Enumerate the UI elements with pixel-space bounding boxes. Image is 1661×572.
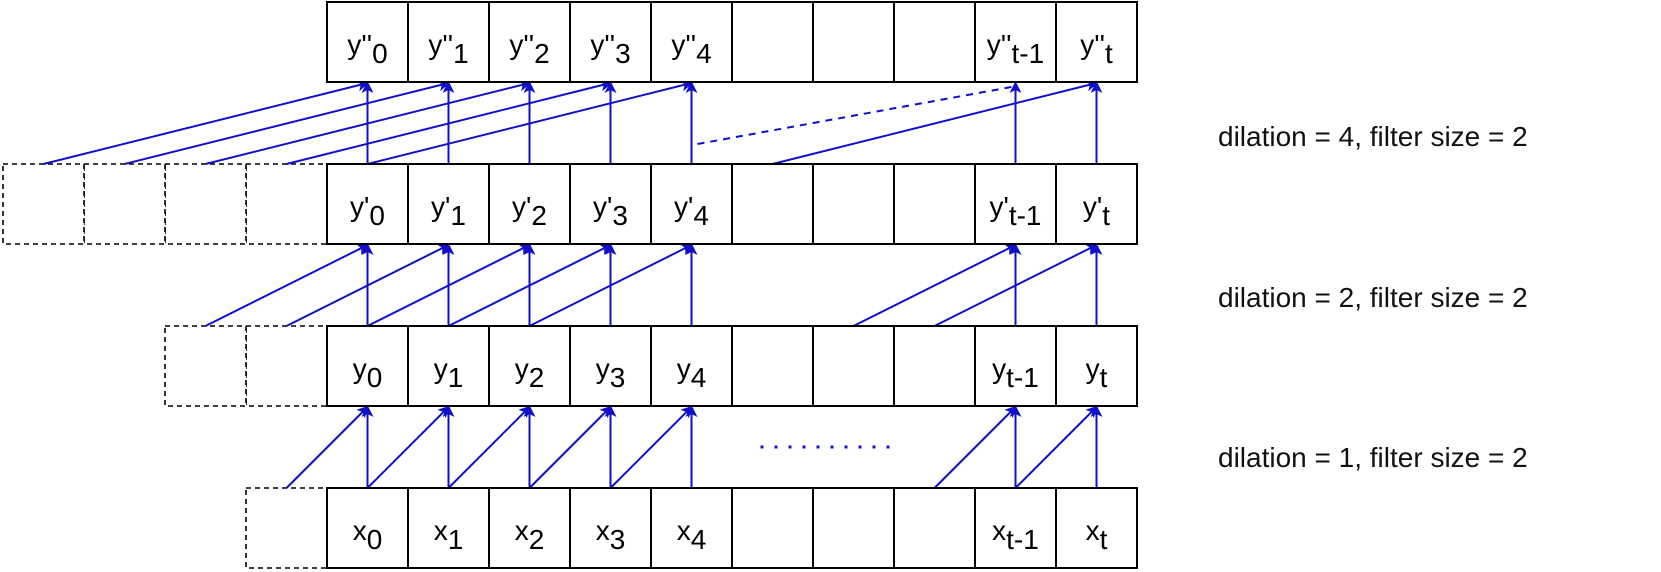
x-cell-label-2: x2 (515, 515, 545, 555)
y1-cell-label-1: y'1 (431, 191, 466, 231)
d4-diagonal-arrow-2 (205, 79, 532, 165)
d4-diagonal-arrow-8 (697, 86, 1012, 145)
y1-cell-label-9: y't (1083, 191, 1110, 231)
y2-cell-9 (1055, 1, 1138, 83)
x-cell-9 (1055, 487, 1138, 569)
y-cell-label-9: yt (1086, 353, 1108, 393)
y2-cell-6 (812, 1, 895, 83)
d2-diagonal-arrow-8 (853, 244, 1018, 327)
x-cell-label-3: x3 (596, 515, 626, 555)
y-padding-cell-2 (164, 325, 247, 407)
x-cell-label-9: xt (1086, 515, 1108, 555)
d4-diagonal-arrow-4 (367, 79, 694, 165)
y-cell-5 (731, 325, 814, 407)
d2-diagonal-arrow-1 (286, 244, 451, 327)
d2-diagonal-arrow-0 (205, 244, 370, 327)
y1-cell-3 (569, 163, 652, 245)
y1-cell-label-4: y'4 (674, 191, 709, 231)
x-cell-3 (569, 487, 652, 569)
y2-cell-label-2: y''2 (509, 29, 549, 69)
y2-cell-7 (893, 1, 976, 83)
y1-cell-5 (731, 163, 814, 245)
x-padding-cell-1 (245, 487, 328, 569)
d1-diagonal-arrow-2 (447, 405, 531, 489)
d4-diagonal-arrow-9 (772, 79, 1099, 165)
annotation-dilation-1: dilation = 1, filter size = 2 (1218, 442, 1528, 473)
y1-padding-cell-3 (83, 163, 166, 245)
d1-diagonal-arrow-1 (366, 405, 450, 489)
y-cell-4 (650, 325, 733, 407)
d2-diagonal-arrow-2 (367, 244, 532, 327)
y-cell-label-3: y3 (596, 353, 626, 393)
y-cell-9 (1055, 325, 1138, 407)
y2-cell-5 (731, 1, 814, 83)
x-cell-7 (893, 487, 976, 569)
y1-cell-0 (326, 163, 409, 245)
d4-diagonal-arrow-1 (124, 79, 451, 165)
y1-cell-6 (812, 163, 895, 245)
d4-diagonal-arrow-3 (286, 79, 613, 165)
y1-cell-label-2: y'2 (512, 191, 547, 231)
y1-cell-9 (1055, 163, 1138, 245)
annotation-dilation-4: dilation = 4, filter size = 2 (1218, 121, 1528, 152)
d2-diagonal-arrow-3 (448, 244, 613, 327)
annotation-dilation-2: dilation = 2, filter size = 2 (1218, 282, 1528, 313)
x-cell-label-8: xt-1 (992, 515, 1039, 555)
y-cell-label-2: y2 (515, 353, 545, 393)
x-cell-label-0: x0 (353, 515, 383, 555)
y-cell-label-8: yt-1 (992, 353, 1039, 393)
y-padding-cell-1 (245, 325, 328, 407)
y2-cell-label-3: y''3 (590, 29, 630, 69)
d1-diagonal-arrow-9 (1014, 405, 1098, 489)
y2-cell-0 (326, 1, 409, 83)
x-cell-label-1: x1 (434, 515, 464, 555)
y1-cell-1 (407, 163, 490, 245)
d2-diagonal-arrow-9 (934, 244, 1099, 327)
y1-cell-label-0: y'0 (350, 191, 385, 231)
y1-cell-8 (974, 163, 1057, 245)
y-cell-8 (974, 325, 1057, 407)
d1-diagonal-arrow-0 (285, 405, 369, 489)
y1-cell-label-3: y'3 (593, 191, 628, 231)
x-cell-2 (488, 487, 571, 569)
y2-cell-1 (407, 1, 490, 83)
y-cell-label-0: y0 (353, 353, 383, 393)
y1-padding-cell-1 (245, 163, 328, 245)
y1-cell-label-8: y't-1 (989, 191, 1041, 231)
y2-cell-2 (488, 1, 571, 83)
x-cell-4 (650, 487, 733, 569)
y2-cell-label-1: y''1 (428, 29, 468, 69)
y-cell-0 (326, 325, 409, 407)
d1-diagonal-arrow-3 (528, 405, 612, 489)
y1-cell-4 (650, 163, 733, 245)
x-cell-8 (974, 487, 1057, 569)
y-cell-7 (893, 325, 976, 407)
d1-diagonal-arrow-8 (933, 405, 1017, 489)
y-cell-label-4: y4 (677, 353, 707, 393)
y-cell-label-1: y1 (434, 353, 464, 393)
x-cell-5 (731, 487, 814, 569)
d1-diagonal-arrow-4 (609, 405, 693, 489)
x-cell-label-4: x4 (677, 515, 707, 555)
d2-diagonal-arrow-4 (529, 244, 694, 327)
y1-padding-cell-4 (2, 163, 85, 245)
y2-cell-label-4: y''4 (671, 29, 711, 69)
y-cell-6 (812, 325, 895, 407)
y2-cell-label-9: y''t (1080, 29, 1113, 69)
d4-diagonal-arrow-0 (43, 79, 370, 165)
x-cell-6 (812, 487, 895, 569)
y1-padding-cell-2 (164, 163, 247, 245)
y2-cell-label-8: y''t-1 (987, 29, 1044, 69)
y1-cell-7 (893, 163, 976, 245)
y2-cell-label-0: y''0 (347, 29, 387, 69)
